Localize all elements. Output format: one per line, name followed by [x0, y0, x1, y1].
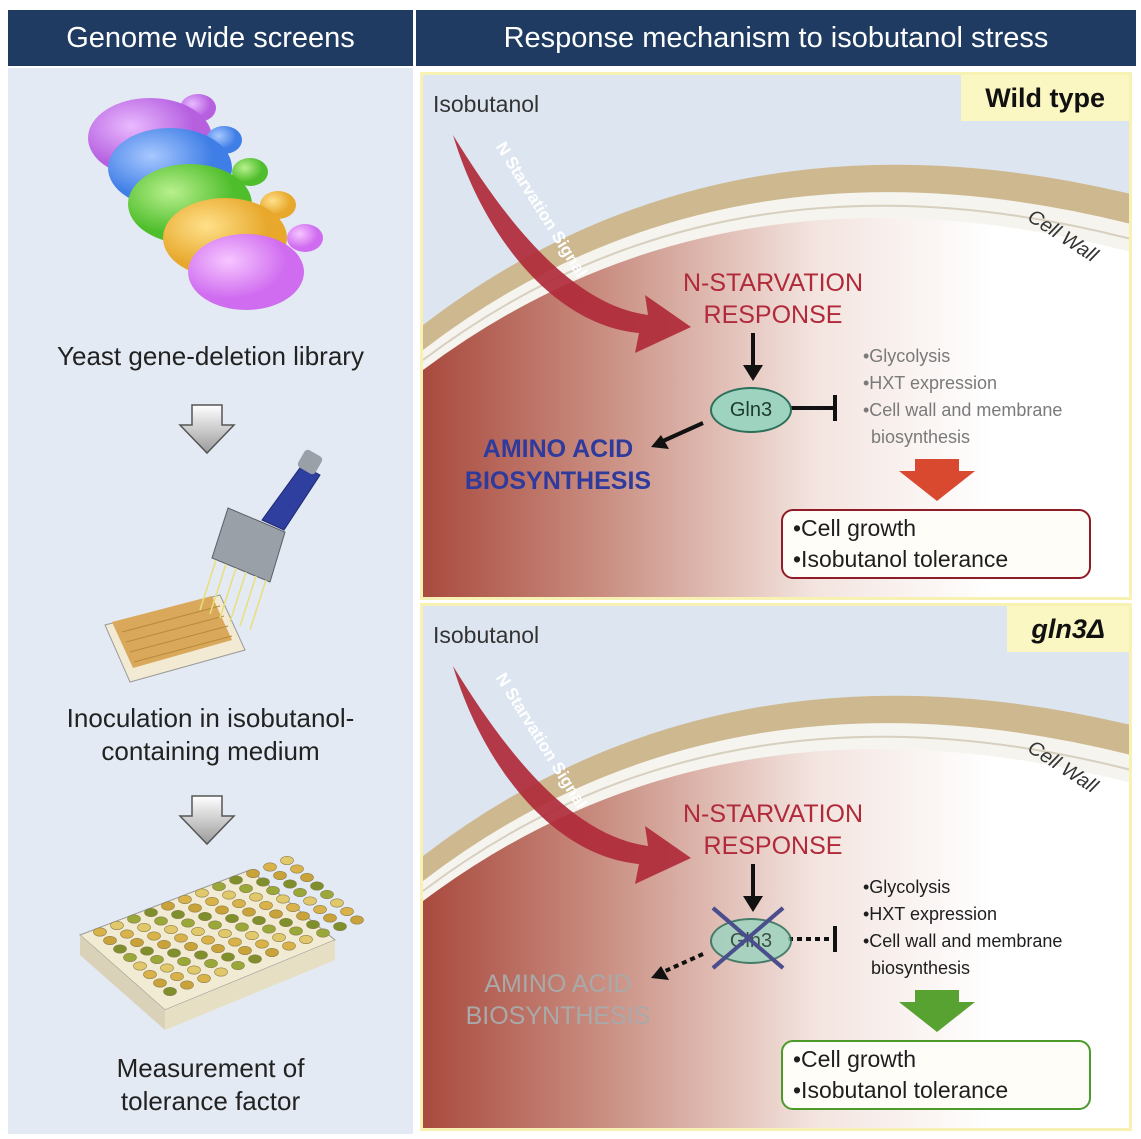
- right-section-title: Response mechanism to isobutanol stress: [503, 21, 1049, 54]
- measurement-caption-1: Measurement of: [116, 1053, 305, 1083]
- wild-type-panel: Wild type Isobutanol N Starvation Signal…: [420, 72, 1132, 600]
- isobutanol-label: Isobutanol: [433, 91, 540, 117]
- gln3-node: Gln3: [710, 387, 792, 433]
- amino-acid-biosynthesis-label: AMINO ACID BIOSYNTHESIS: [464, 435, 652, 495]
- genome-screen-column: [8, 68, 413, 1134]
- amino-acid-biosynthesis-label: AMINO ACID BIOSYNTHESIS: [465, 970, 651, 1030]
- n-starvation-response-label: N-STARVATION RESPONSE: [682, 269, 864, 329]
- n-starvation-response-label: N-STARVATION RESPONSE: [682, 800, 864, 860]
- inoculation-caption-2: containing medium: [101, 736, 320, 766]
- outcome-box: •Cell growth •Isobutanol tolerance: [781, 509, 1091, 579]
- gln3-mutant-panel: gln3Δ Isobutanol N Starvation Signal Cel…: [420, 603, 1132, 1131]
- measurement-caption-2: tolerance factor: [120, 1086, 301, 1116]
- cell-background: [423, 606, 1129, 1128]
- left-section-header: Genome wide screens: [8, 10, 413, 66]
- left-section-title: Genome wide screens: [66, 21, 355, 54]
- library-caption: Yeast gene-deletion library: [57, 341, 364, 371]
- right-section-header: Response mechanism to isobutanol stress: [416, 10, 1136, 66]
- wild-type-tag: Wild type: [961, 75, 1129, 121]
- repressed-targets-list: •Glycolysis •HXT expression •Cell wall a…: [863, 346, 1063, 447]
- inoculation-caption-1: Inoculation in isobutanol-: [66, 703, 355, 733]
- derepressed-targets-list: •Glycolysis •HXT expression •Cell wall a…: [863, 877, 1063, 978]
- outcome-box: •Cell growth •Isobutanol tolerance: [781, 1040, 1091, 1110]
- gln3-mutant-tag: gln3Δ: [1007, 606, 1129, 652]
- gln3-deleted-node: Gln3: [710, 918, 792, 964]
- isobutanol-label: Isobutanol: [433, 622, 540, 648]
